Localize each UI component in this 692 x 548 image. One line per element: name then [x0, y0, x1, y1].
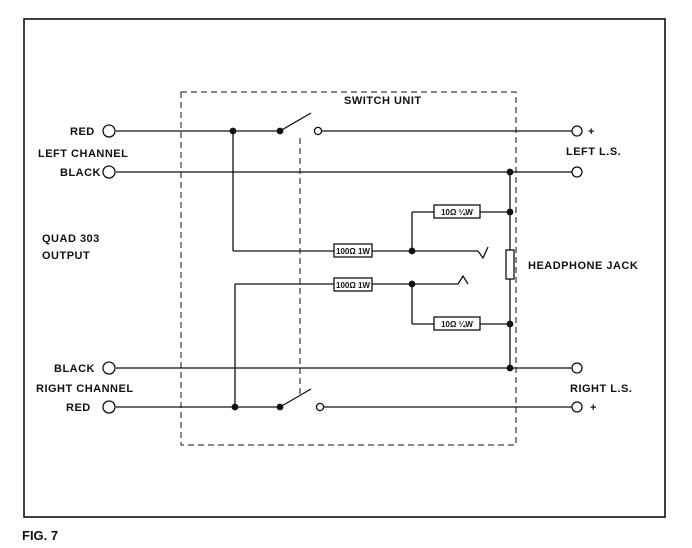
- terminal-red-left: [102, 124, 116, 138]
- switch-unit-box: [180, 91, 517, 446]
- right-channel-label: RIGHT CHANNEL: [36, 383, 134, 395]
- left-ls-label: LEFT L.S.: [566, 146, 621, 158]
- plus-bottom-label: +: [590, 402, 597, 414]
- jack-contact-top: [477, 246, 489, 260]
- black-top-label: BLACK: [60, 167, 101, 179]
- junction-10r-bottom: [506, 320, 514, 328]
- resistor-10-bottom-label: 10Ω ¼W: [441, 320, 473, 329]
- junction-ground-bottom: [506, 364, 514, 372]
- quad-line2-label: OUTPUT: [42, 250, 90, 262]
- headphone-jack-icon: [505, 249, 515, 280]
- resistor-100-top-label: 100Ω 1W: [336, 247, 370, 256]
- switch-pivot-top: [276, 127, 284, 135]
- switch-blade-top: [279, 112, 312, 132]
- switch-blade-bottom: [279, 388, 312, 408]
- switch-contact-bottom: [315, 402, 325, 412]
- switch-contact-top: [313, 126, 323, 136]
- red-top-label: RED: [70, 126, 95, 138]
- terminal-black-left: [102, 165, 116, 179]
- figure-caption: FIG. 7: [22, 528, 58, 543]
- terminal-left-ls-plus: [571, 125, 583, 137]
- terminal-left-ls-minus: [571, 166, 583, 178]
- red-bottom-label: RED: [66, 402, 91, 414]
- outer-frame: [23, 18, 666, 518]
- switch-unit-label: SWITCH UNIT: [344, 95, 422, 107]
- terminal-red-right: [102, 400, 116, 414]
- terminal-right-ls-plus: [571, 401, 583, 413]
- left-channel-label: LEFT CHANNEL: [38, 148, 128, 160]
- switch-pivot-bottom: [276, 403, 284, 411]
- resistor-10-top-label: 10Ω ¼W: [441, 208, 473, 217]
- terminal-right-ls-minus: [571, 362, 583, 374]
- terminal-black-right: [102, 361, 116, 375]
- black-bottom-label: BLACK: [54, 363, 95, 375]
- jack-contact-bottom: [457, 274, 469, 285]
- junction-red-right: [231, 403, 239, 411]
- resistor-100-bottom-label: 100Ω 1W: [336, 281, 370, 290]
- plus-top-label: +: [588, 126, 595, 138]
- right-ls-label: RIGHT L.S.: [570, 383, 632, 395]
- headphone-jack-label: HEADPHONE JACK: [528, 260, 638, 272]
- quad-line1-label: QUAD 303: [42, 233, 100, 245]
